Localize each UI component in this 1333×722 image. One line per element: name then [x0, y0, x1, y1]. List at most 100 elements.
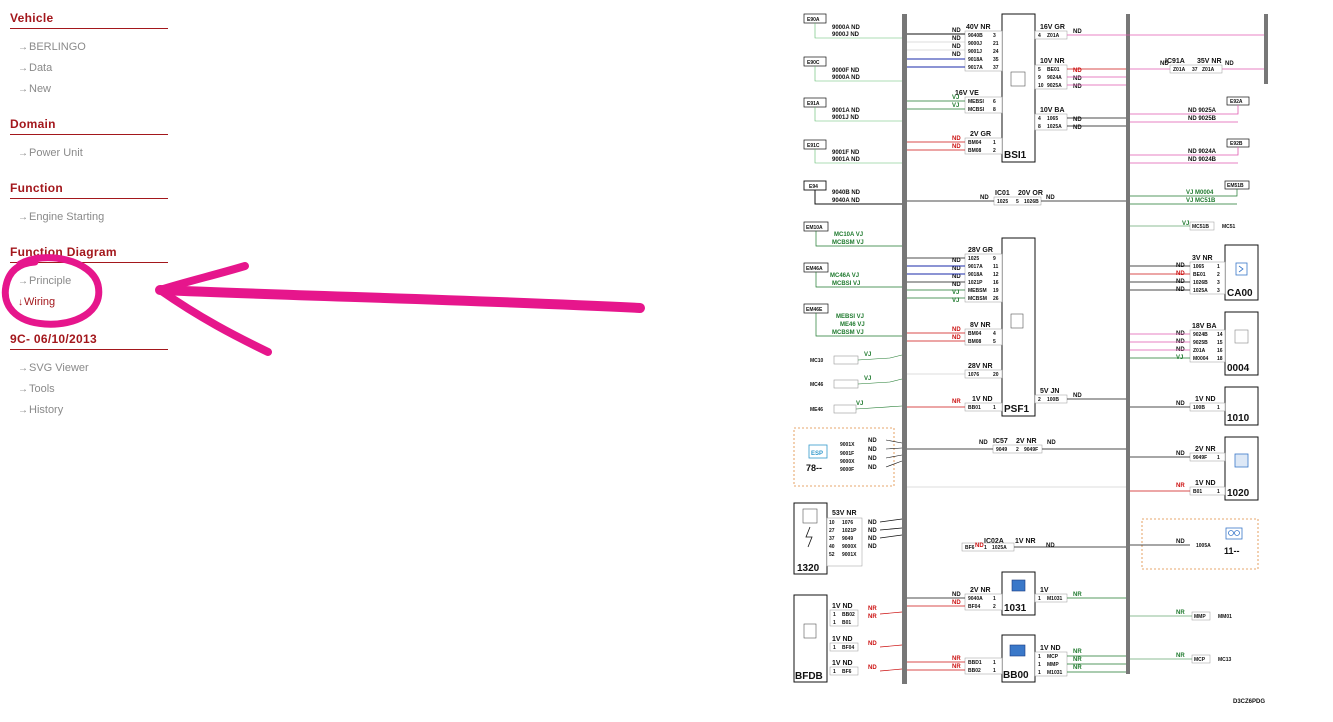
section-divider	[10, 349, 168, 350]
svg-text:1: 1	[1217, 405, 1220, 411]
nav-item-tools[interactable]: →Tools	[18, 383, 55, 395]
svg-text:IC91A: IC91A	[1165, 58, 1185, 65]
section-vehicle: Vehicle	[10, 11, 168, 29]
svg-text:BM04: BM04	[968, 140, 982, 146]
svg-text:27: 27	[829, 528, 835, 534]
svg-text:1: 1	[833, 669, 836, 675]
annotation-arrow-shaft	[155, 285, 645, 313]
svg-text:Z01A: Z01A	[1173, 67, 1186, 73]
svg-text:BM04: BM04	[968, 331, 982, 337]
svg-text:BF6: BF6	[965, 545, 975, 551]
arrow-right-icon: →	[18, 63, 28, 74]
svg-text:MCBSI VJ: MCBSI VJ	[832, 281, 860, 287]
svg-text:VJ M0004: VJ M0004	[1186, 190, 1214, 196]
nav-item-data[interactable]: →Data	[18, 62, 52, 74]
svg-text:NR: NR	[952, 656, 961, 662]
svg-text:ND: ND	[1176, 539, 1185, 545]
esp-icon: ESP	[811, 451, 823, 457]
svg-text:ND: ND	[868, 520, 877, 526]
nav-item-berlingo[interactable]: →BERLINGO	[18, 41, 86, 53]
svg-text:ME46 VJ: ME46 VJ	[840, 322, 865, 328]
svg-text:BM08: BM08	[968, 148, 982, 154]
vertical-bus-right	[1126, 14, 1130, 674]
svg-text:ND: ND	[1073, 125, 1082, 131]
svg-text:1V ND: 1V ND	[972, 396, 993, 403]
svg-text:ND 9024A: ND 9024A	[1188, 149, 1217, 155]
svg-text:3V NR: 3V NR	[1192, 255, 1213, 262]
nav-item-engine-starting[interactable]: →Engine Starting	[18, 211, 104, 223]
svg-text:1V ND: 1V ND	[1195, 480, 1216, 487]
svg-text:BB02: BB02	[842, 612, 855, 618]
svg-text:9000X: 9000X	[842, 544, 857, 550]
svg-text:1026B: 1026B	[1193, 280, 1208, 286]
svg-text:9000J: 9000J	[968, 41, 982, 47]
svg-text:1: 1	[1217, 455, 1220, 461]
vertical-bus-top-right	[1264, 14, 1268, 84]
svg-text:NR: NR	[1073, 649, 1082, 655]
nav-item-history[interactable]: →History	[18, 404, 63, 416]
svg-text:3: 3	[993, 33, 996, 39]
svg-text:ND: ND	[1046, 543, 1055, 549]
svg-text:BB01: BB01	[968, 405, 981, 411]
svg-text:9025B: 9025B	[1193, 340, 1208, 346]
svg-text:ND: ND	[1073, 68, 1082, 74]
svg-text:11: 11	[993, 264, 999, 270]
arrow-right-icon: →	[18, 405, 28, 416]
ground-tag-mm01: NR MMP MM01	[1130, 610, 1232, 621]
svg-text:ND: ND	[952, 144, 961, 150]
svg-text:ND: ND	[952, 592, 961, 598]
svg-text:VJ: VJ	[952, 290, 959, 296]
svg-text:1025A: 1025A	[1193, 288, 1208, 294]
svg-text:BF6: BF6	[842, 669, 852, 675]
svg-text:NR: NR	[952, 399, 961, 405]
svg-text:ND: ND	[868, 665, 877, 671]
ground-tag-mc46: MC46 VJ	[810, 376, 903, 389]
svg-text:MEBSI: MEBSI	[968, 99, 984, 105]
svg-text:9000F: 9000F	[840, 467, 854, 473]
svg-text:IC57: IC57	[993, 438, 1008, 445]
svg-text:1V ND: 1V ND	[832, 603, 853, 610]
annotation-overlay	[1, 254, 645, 356]
nav-item-principle[interactable]: →Principle	[18, 275, 71, 287]
svg-text:1065: 1065	[1193, 264, 1204, 270]
nav-item-new[interactable]: →New	[18, 83, 51, 95]
arrow-right-icon: →	[18, 384, 28, 395]
svg-text:5: 5	[1038, 67, 1041, 73]
svg-text:9018A: 9018A	[968, 57, 983, 63]
drawing-reference: D3CZ6PDG	[1233, 699, 1265, 705]
nav-item-power-unit[interactable]: →Power Unit	[18, 147, 83, 159]
svg-text:VJ: VJ	[856, 401, 863, 407]
svg-text:ND: ND	[952, 600, 961, 606]
svg-text:ND: ND	[868, 641, 877, 647]
svg-text:37: 37	[829, 536, 835, 542]
nav-item-label: BERLINGO	[29, 41, 86, 53]
svg-text:IC02A: IC02A	[984, 538, 1004, 545]
svg-text:ND: ND	[1073, 117, 1082, 123]
svg-text:9001J: 9001J	[968, 49, 982, 55]
svg-text:1025: 1025	[968, 256, 979, 262]
svg-text:9049: 9049	[842, 536, 853, 542]
svg-text:ND: ND	[868, 465, 877, 471]
svg-text:MC46: MC46	[810, 382, 824, 388]
nav-item-wiring[interactable]: ↓Wiring	[18, 296, 55, 308]
svg-text:40V NR: 40V NR	[966, 24, 991, 31]
svg-text:ND: ND	[1047, 440, 1056, 446]
svg-text:2V NR: 2V NR	[970, 587, 991, 594]
svg-text:9040A: 9040A	[968, 596, 983, 602]
svg-text:8: 8	[993, 107, 996, 113]
svg-text:1V: 1V	[1040, 587, 1049, 594]
svg-text:20: 20	[993, 372, 999, 378]
splice-box-em46e: EM46E MEBSI VJ ME46 VJ MCBSM VJ	[803, 303, 902, 337]
nav-item-svg-viewer[interactable]: →SVG Viewer	[18, 362, 89, 374]
splice-box-e92b: E92B ND 9024A ND 9024B	[1130, 138, 1250, 164]
svg-text:37: 37	[1192, 67, 1198, 73]
nav-item-label: Wiring	[24, 296, 56, 308]
svg-text:100B: 100B	[1193, 405, 1205, 411]
svg-text:1: 1	[1038, 654, 1041, 660]
svg-text:MCP: MCP	[1194, 657, 1206, 663]
svg-text:ND: ND	[1073, 84, 1082, 90]
